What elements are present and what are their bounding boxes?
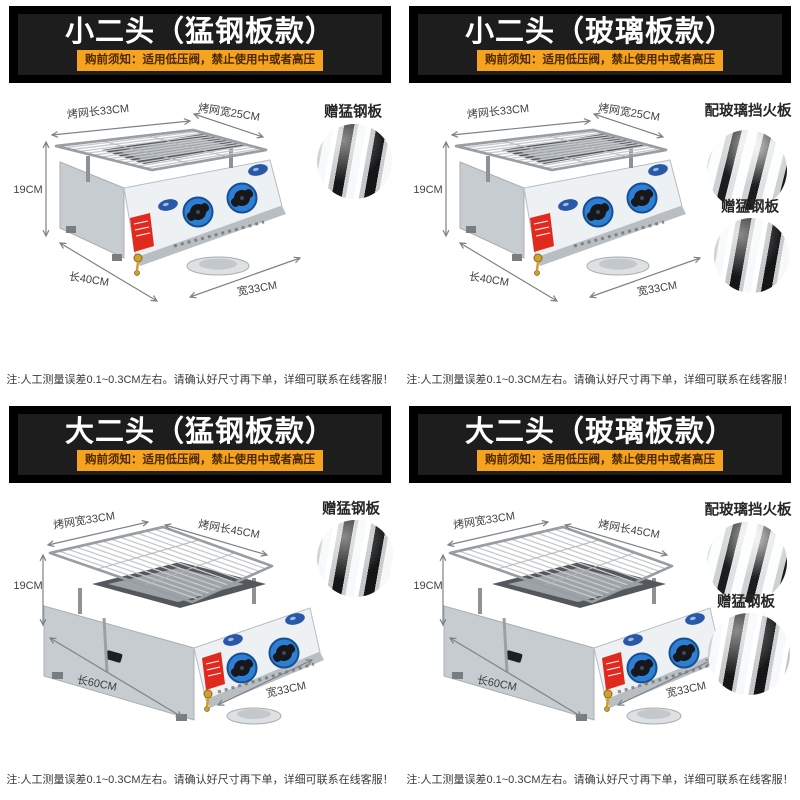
dim-height-label: 19CM	[413, 580, 443, 592]
purchase-notice: 购前须知：适用低压阀，禁止使用中或者高压	[477, 449, 723, 472]
measurement-note: 注:人工测量误差0.1~0.3CM左右。请确认好尺寸再下单，详细可联系在线客服！	[6, 374, 394, 386]
panel-large-steel: 大二头（猛钢板款） 购前须知：适用低压阀，禁止使用中或者高压 烤网宽33CM 烤…	[0, 400, 400, 800]
title-bar-inner: 大二头（玻璃板款） 购前须知：适用低压阀，禁止使用中或者高压	[418, 414, 782, 475]
inset-label: 配玻璃挡火板	[704, 502, 792, 519]
grill-illustration	[408, 522, 738, 757]
inset-label: 赠猛钢板	[721, 199, 779, 216]
title-bar-inner: 小二头（猛钢板款） 购前须知：适用低压阀，禁止使用中或者高压	[18, 14, 382, 75]
title-bar: 小二头（玻璃板款） 购前须知：适用低压阀，禁止使用中或者高压	[409, 6, 791, 83]
grill-illustration	[422, 106, 722, 321]
purchase-notice: 购前须知：适用低压阀，禁止使用中或者高压	[77, 449, 323, 472]
steel-plate-inset-image	[708, 613, 790, 695]
inset-label: 赠猛钢板	[324, 104, 382, 121]
product-title: 小二头（猛钢板款）	[64, 15, 335, 48]
purchase-notice: 购前须知：适用低压阀，禁止使用中或者高压	[77, 49, 323, 72]
product-title: 小二头（玻璃板款）	[464, 15, 735, 48]
glass-baffle-inset-image	[707, 522, 787, 602]
grill-illustration	[22, 106, 322, 321]
title-bar: 大二头（猛钢板款） 购前须知：适用低压阀，禁止使用中或者高压	[9, 406, 391, 483]
inset-label: 配玻璃挡火板	[704, 103, 792, 120]
dim-height-label: 19CM	[13, 184, 43, 196]
panel-small-steel: 小二头（猛钢板款） 购前须知：适用低压阀，禁止使用中或者高压 烤网长33CM 烤…	[0, 0, 400, 400]
inset-label: 赠猛钢板	[322, 501, 380, 518]
measurement-note: 注:人工测量误差0.1~0.3CM左右。请确认好尺寸再下单，详细可联系在线客服！	[6, 774, 394, 786]
title-bar: 大二头（玻璃板款） 购前须知：适用低压阀，禁止使用中或者高压	[409, 406, 791, 483]
title-bar-inner: 小二头（玻璃板款） 购前须知：适用低压阀，禁止使用中或者高压	[418, 14, 782, 75]
measurement-note: 注:人工测量误差0.1~0.3CM左右。请确认好尺寸再下单，详细可联系在线客服！	[406, 774, 794, 786]
glass-baffle-inset-image	[707, 130, 787, 210]
measurement-note: 注:人工测量误差0.1~0.3CM左右。请确认好尺寸再下单，详细可联系在线客服！	[406, 374, 794, 386]
grill-illustration	[8, 522, 338, 757]
panel-small-glass: 小二头（玻璃板款） 购前须知：适用低压阀，禁止使用中或者高压 烤网长33CM 烤…	[400, 0, 800, 400]
steel-plate-inset-image	[317, 124, 392, 199]
dim-height-label: 19CM	[413, 184, 443, 196]
title-bar: 小二头（猛钢板款） 购前须知：适用低压阀，禁止使用中或者高压	[9, 6, 391, 83]
steel-plate-inset-image	[714, 218, 789, 293]
panel-large-glass: 大二头（玻璃板款） 购前须知：适用低压阀，禁止使用中或者高压 烤网宽33CM 烤…	[400, 400, 800, 800]
product-title: 大二头（猛钢板款）	[64, 415, 335, 448]
product-title: 大二头（玻璃板款）	[464, 415, 735, 448]
inset-label: 赠猛钢板	[717, 594, 775, 611]
dim-height-label: 19CM	[13, 580, 43, 592]
title-bar-inner: 大二头（猛钢板款） 购前须知：适用低压阀，禁止使用中或者高压	[18, 414, 382, 475]
purchase-notice: 购前须知：适用低压阀，禁止使用中或者高压	[477, 49, 723, 72]
steel-plate-inset-image	[317, 520, 394, 597]
